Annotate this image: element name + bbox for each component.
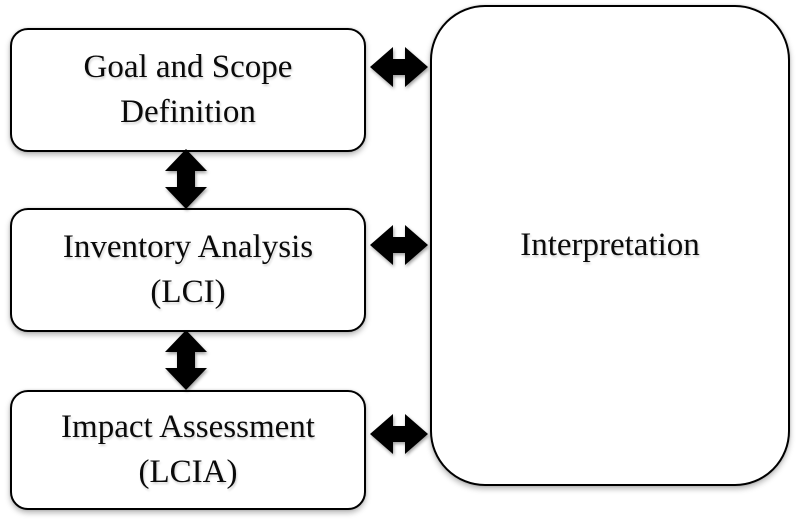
double-arrow-inventory-to-impact-icon [165,330,207,390]
double-arrow-goal-to-inventory-icon [165,149,207,209]
inventory-analysis-line-1: Inventory Analysis [62,229,314,265]
double-arrow-impact-to-interpretation-icon [370,414,428,454]
inventory-analysis-box: Inventory Analysis (LCI) [10,208,366,332]
interpretation-box: Interpretation [430,5,790,486]
impact-assessment-box: Impact Assessment (LCIA) [10,390,366,510]
goal-and-scope-line-1: Goal and Scope [83,49,293,85]
goal-and-scope-line-2: Definition [120,94,256,130]
interpretation-label: Interpretation [520,227,700,263]
impact-assessment-line-1: Impact Assessment [61,409,315,445]
double-arrow-goal-to-interpretation-icon [370,47,428,87]
impact-assessment-line-2: (LCIA) [138,454,238,490]
inventory-analysis-line-2: (LCI) [150,274,226,310]
double-arrow-inventory-to-interpretation-icon [370,225,428,265]
goal-and-scope-box: Goal and Scope Definition [10,28,366,152]
